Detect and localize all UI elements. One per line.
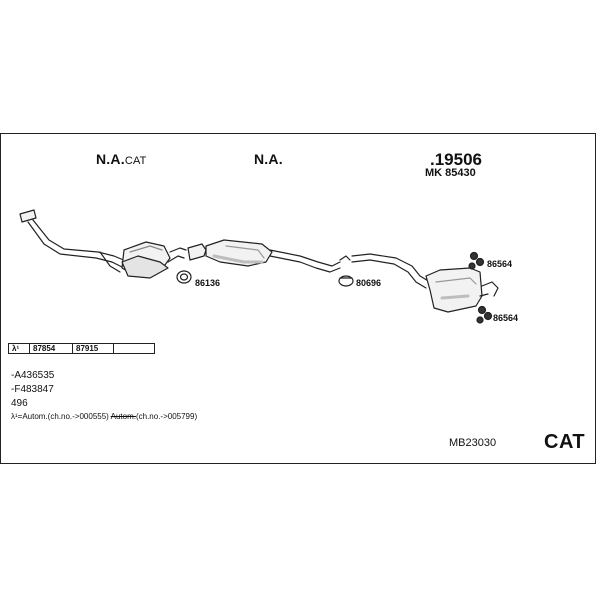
middle-silencer (187, 239, 351, 273)
lambda-cell-3 (113, 343, 155, 354)
front-catalytic-converter (121, 241, 187, 279)
clamp-80696-icon (338, 275, 354, 287)
callout-86564-upper: 86564 (487, 259, 513, 269)
lambda-cell-1: 87854 (29, 343, 73, 354)
note-line-4-strike: Autom. (110, 412, 136, 421)
front-title-text: N.A. (96, 151, 125, 167)
front-section-title: N.A.CAT (96, 151, 147, 167)
lambda-symbol: λ¹ (8, 343, 30, 354)
note-line-4-prefix: λ¹=Autom.(ch.no.->000555) (11, 412, 109, 421)
hanger-86564-lower-icon (476, 305, 493, 324)
note-line-1: -A436535 (11, 370, 55, 381)
system-type: CAT (544, 431, 586, 453)
rear-part-number: .19506 (430, 150, 482, 169)
middle-section-title: N.A. (254, 151, 283, 167)
hanger-86564-upper-icon (468, 251, 485, 270)
system-code: MB23030 (449, 437, 497, 449)
diagram-frame (0, 133, 596, 464)
note-line-4-suffix: (ch.no.->005799) (135, 412, 198, 421)
front-title-suffix: CAT (124, 155, 147, 167)
callout-86564-lower: 86564 (493, 313, 519, 323)
rear-silencer (351, 253, 499, 313)
note-line-3: 496 (11, 398, 28, 409)
callout-86136: 86136 (195, 278, 221, 288)
mk-label: MK (425, 167, 443, 179)
lambda-sensor-table: λ¹ 87854 87915 (8, 343, 155, 354)
note-line-2: -F483847 (11, 384, 54, 395)
mk-number: 85430 (445, 167, 476, 179)
rear-mk-number: MK 85430 (425, 167, 476, 179)
lambda-cell-2: 87915 (72, 343, 114, 354)
front-downpipe (19, 209, 127, 273)
callout-80696: 80696 (356, 278, 382, 288)
gasket-86136-icon (176, 270, 192, 284)
note-line-4: λ¹=Autom.(ch.no.->000555) Autom.(ch.no.-… (11, 412, 197, 421)
